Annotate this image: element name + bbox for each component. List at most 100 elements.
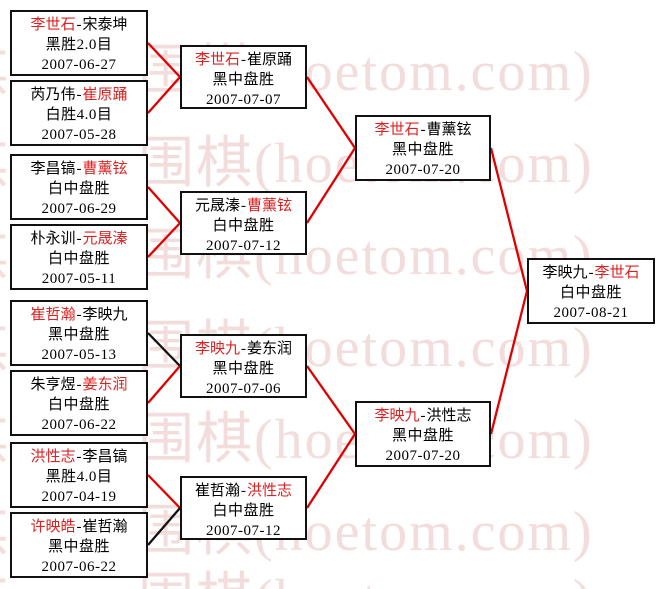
player-name: 曹薰铉 — [426, 122, 472, 138]
player-name: 崔哲瀚 — [82, 519, 128, 535]
advance-line-red — [306, 76, 356, 149]
match-players: 崔哲瀚-洪性志 — [182, 481, 305, 501]
player-name: 宋泰坤 — [82, 17, 128, 33]
match-date: 2007-07-06 — [206, 381, 281, 397]
player-name: 李映九 — [542, 265, 588, 281]
match-result: 黑胜4.0目 — [45, 469, 113, 485]
match-date: 2007-06-22 — [41, 559, 117, 575]
advance-line-red — [147, 76, 181, 114]
advance-line-red — [147, 186, 181, 224]
match-date: 2007-07-07 — [206, 92, 281, 108]
player-name: 芮乃伟 — [30, 87, 76, 103]
match-date: 2007-07-12 — [206, 523, 281, 539]
match-date: 2007-06-29 — [41, 201, 117, 217]
player-name: 曹薰铉 — [82, 161, 128, 177]
player-name: 崔哲瀚 — [30, 307, 76, 323]
player-name: 李世石 — [194, 52, 240, 68]
advance-line-red — [306, 365, 356, 435]
match-players: 李世石-曹薰铉 — [357, 120, 489, 140]
watermark-row: 棋围棋(hoetom.com) — [0, 570, 660, 589]
match-result: 黑中盘胜 — [47, 539, 110, 555]
match-players: 朴永训-元晟溱 — [12, 229, 146, 249]
match-result: 白中盘胜 — [47, 181, 110, 197]
players-separator: - — [76, 519, 82, 535]
advance-line-red — [147, 474, 181, 509]
player-name: 崔原踊 — [82, 87, 128, 103]
advance-line-black — [147, 332, 181, 367]
player-name: 曹薰铉 — [247, 198, 293, 214]
advance-line-red — [489, 290, 529, 435]
match-players: 崔哲瀚-李映九 — [12, 305, 146, 325]
player-name: 李映九 — [82, 307, 128, 323]
advance-line-red — [147, 222, 181, 258]
match-players: 许映皓-崔哲瀚 — [12, 517, 146, 537]
match-result: 黑中盘胜 — [391, 428, 454, 444]
player-name: 崔哲瀚 — [194, 483, 240, 499]
advance-line-black — [147, 507, 181, 546]
advance-line-red — [489, 147, 529, 292]
match-date: 2007-04-19 — [41, 489, 117, 505]
players-separator: - — [241, 52, 246, 68]
match-players: 李世石-宋泰坤 — [12, 15, 146, 35]
match-result: 黑中盘胜 — [47, 327, 110, 343]
match-date: 2007-06-27 — [41, 57, 117, 73]
match-box-round-1-8: 许映皓-崔哲瀚黑中盘胜 2007-06-22 — [10, 512, 148, 578]
players-separator: - — [241, 198, 246, 214]
match-date: 2007-07-12 — [206, 238, 281, 254]
match-result: 白中盘胜 — [47, 251, 110, 267]
match-players: 李昌镐-曹薰铉 — [12, 159, 146, 179]
match-result: 白中盘胜 — [47, 397, 110, 413]
match-box-quarterfinals-3: 李映九-姜东润黑中盘胜 2007-07-06 — [180, 334, 307, 398]
player-name: 朱亨煜 — [30, 377, 76, 393]
match-result: 黑中盘胜 — [391, 142, 454, 158]
players-separator: - — [241, 341, 246, 357]
player-name: 李昌镐 — [82, 449, 128, 465]
match-result: 白中盘胜 — [559, 285, 622, 301]
watermark-fragment: 棋 — [0, 226, 10, 286]
player-name: 洪性志 — [247, 483, 293, 499]
match-players: 李世石-崔原踊 — [182, 50, 305, 70]
player-name: 姜东润 — [82, 377, 128, 393]
match-players: 朱亨煜-姜东润 — [12, 375, 146, 395]
match-result: 黑中盘胜 — [212, 72, 275, 88]
player-name: 李映九 — [194, 341, 240, 357]
advance-line-red — [147, 365, 181, 404]
match-box-round-1-5: 崔哲瀚-李映九黑中盘胜 2007-05-13 — [10, 300, 148, 366]
player-name: 洪性志 — [30, 449, 76, 465]
players-separator: - — [241, 483, 246, 499]
match-players: 元晟溱-曹薰铉 — [182, 196, 305, 216]
match-players: 芮乃伟-崔原踊 — [12, 85, 146, 105]
players-separator: - — [76, 87, 82, 103]
advance-line-red — [147, 42, 181, 78]
watermark-fragment: 棋 — [0, 318, 10, 378]
watermark-fragment: 棋 — [0, 134, 10, 194]
match-players: 李映九-姜东润 — [182, 339, 305, 359]
match-date: 2007-07-20 — [385, 448, 461, 464]
watermark-fragment: 棋 — [0, 570, 10, 589]
watermark-fragment: 棋 — [0, 42, 10, 102]
watermark-fragment: 棋 — [0, 410, 10, 470]
match-date: 2007-05-13 — [41, 347, 117, 363]
player-name: 李世石 — [374, 122, 420, 138]
match-result: 黑中盘胜 — [212, 361, 275, 377]
match-date: 2007-05-28 — [41, 127, 117, 143]
player-name: 许映皓 — [30, 519, 76, 535]
players-separator: - — [588, 265, 594, 281]
advance-line-red — [306, 433, 356, 509]
player-name: 李昌镐 — [30, 161, 76, 177]
players-separator: - — [420, 408, 426, 424]
match-box-semifinals-1: 李世石-曹薰铉黑中盘胜 2007-07-20 — [355, 115, 491, 181]
player-name: 洪性志 — [426, 408, 472, 424]
players-separator: - — [76, 17, 82, 33]
match-box-round-1-3: 李昌镐-曹薰铉白中盘胜 2007-06-29 — [10, 154, 148, 220]
match-date: 2007-07-20 — [385, 162, 461, 178]
